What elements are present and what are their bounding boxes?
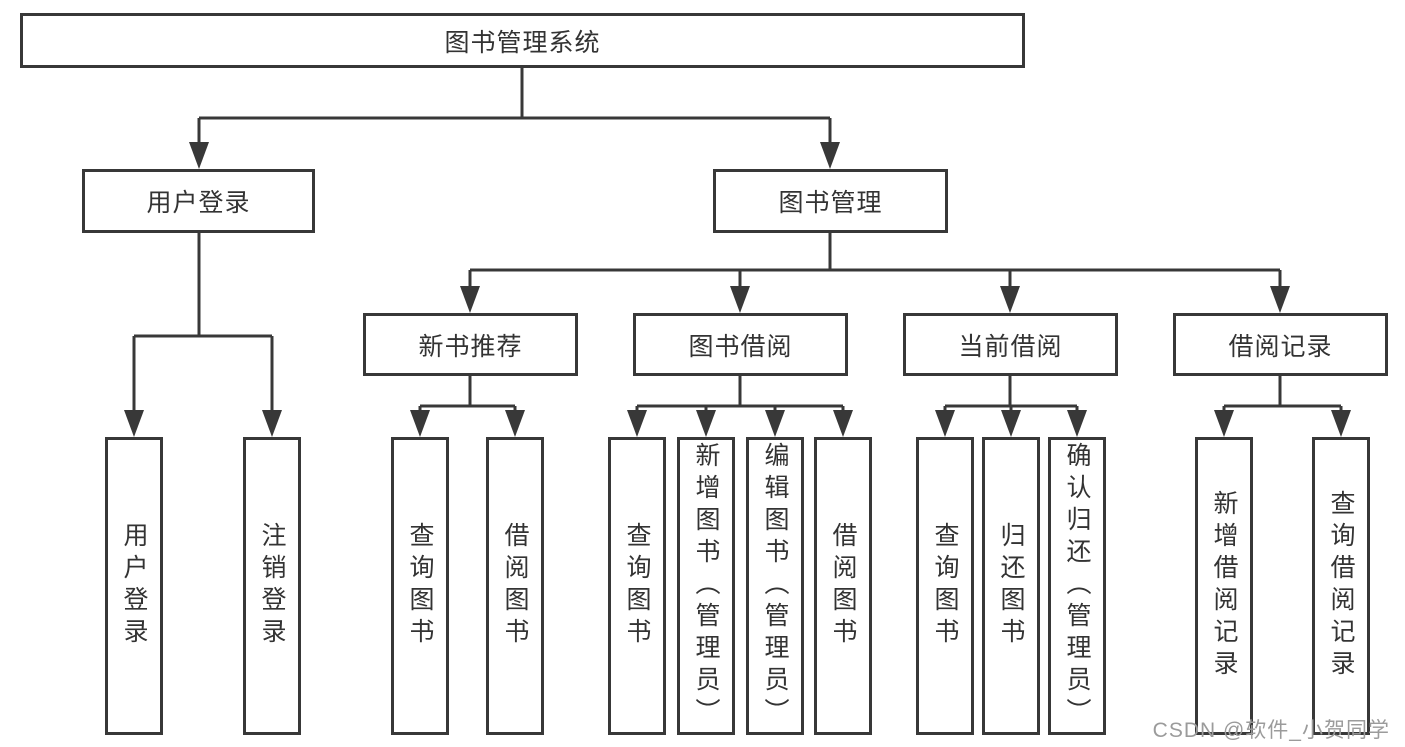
node-borrow-books-under-recommend: 借阅图书 <box>486 437 544 735</box>
node-borrow-books-under-borrowing: 借阅图书 <box>814 437 872 735</box>
node-query-borrow-record: 查询借阅记录 <box>1312 437 1370 735</box>
node-borrowing-records: 借阅记录 <box>1173 313 1388 376</box>
node-add-borrow-record: 新增借阅记录 <box>1195 437 1253 735</box>
node-query-books-under-current: 查询图书 <box>916 437 974 735</box>
node-user-login: 用户登录 <box>105 437 163 735</box>
node-book-management-branch: 图书管理 <box>713 169 948 233</box>
node-new-book-recommendation: 新书推荐 <box>363 313 578 376</box>
node-query-books-under-recommend: 查询图书 <box>391 437 449 735</box>
node-library-management-system: 图书管理系统 <box>20 13 1025 68</box>
node-add-books-admin: 新增图书（管理员） <box>677 437 735 735</box>
csdn-watermark: CSDN @软件_小贺同学 <box>1152 719 1390 742</box>
node-edit-books-admin: 编辑图书（管理员） <box>746 437 804 735</box>
node-user-login-branch: 用户登录 <box>82 169 315 233</box>
node-current-borrowing: 当前借阅 <box>903 313 1118 376</box>
node-return-books: 归还图书 <box>982 437 1040 735</box>
node-confirm-return-admin: 确认归还（管理员） <box>1048 437 1106 735</box>
node-query-books-under-borrowing: 查询图书 <box>608 437 666 735</box>
node-book-borrowing: 图书借阅 <box>633 313 848 376</box>
node-logout-login: 注销登录 <box>243 437 301 735</box>
